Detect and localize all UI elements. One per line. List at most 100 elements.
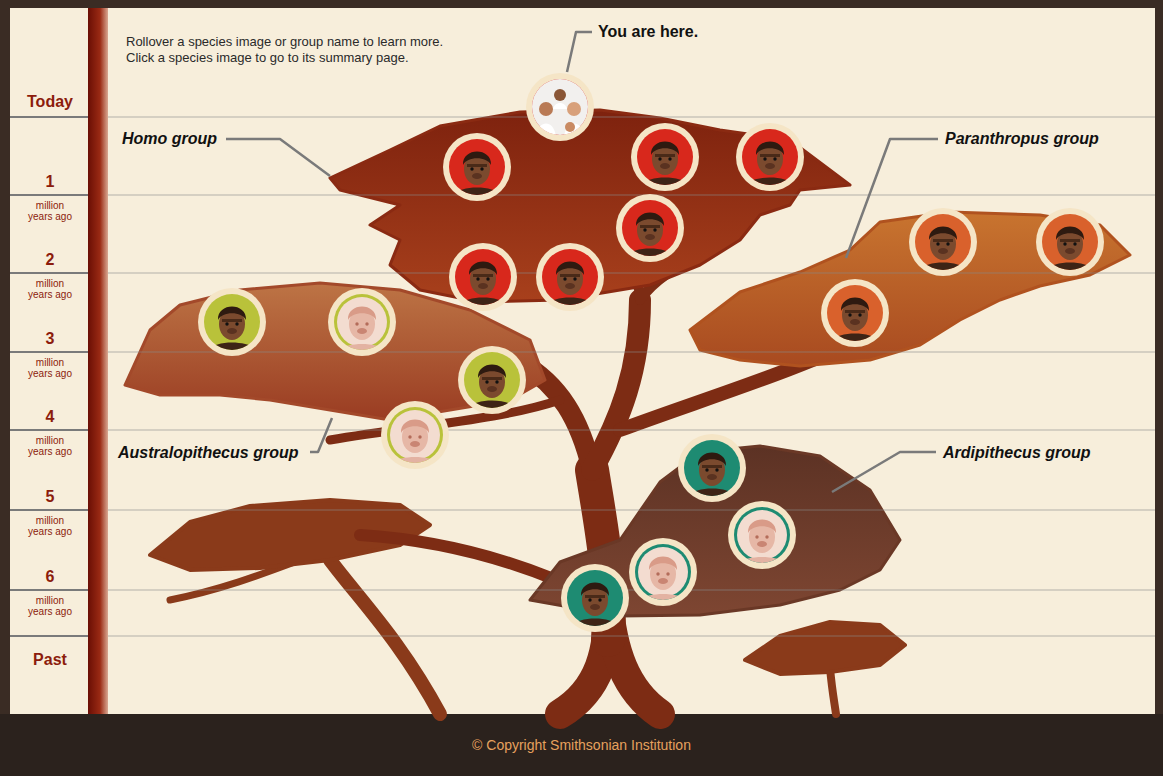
- portrait-face: [1040, 227, 1100, 277]
- time-unit: million years ago: [24, 435, 76, 457]
- portrait-ring: [526, 73, 594, 141]
- portrait-ring: [443, 133, 511, 201]
- portrait-ring: [561, 564, 629, 632]
- portrait-ring: [381, 401, 449, 469]
- portrait-face: [633, 547, 693, 606]
- time-number: 4: [14, 407, 86, 426]
- time-number: 3: [14, 329, 86, 348]
- time-line: [108, 509, 1155, 510]
- instruction-text: Rollover a species image or group name t…: [126, 34, 443, 50]
- tree-trunk: [330, 560, 440, 714]
- footer-bar: [0, 714, 1163, 776]
- time-number: 5: [14, 487, 86, 506]
- leader-line: [310, 418, 332, 452]
- portrait-face: [202, 307, 262, 357]
- instruction-text: Click a species image to go to its summa…: [126, 50, 409, 66]
- timeline-bar: [88, 8, 108, 714]
- leader-line: [226, 139, 330, 176]
- time-line: [108, 589, 1155, 590]
- portrait-ring: [629, 538, 697, 606]
- time-unit: million years ago: [24, 200, 76, 222]
- portrait-face: [453, 262, 513, 312]
- background-panel: [10, 8, 1155, 714]
- time-tick: [10, 194, 88, 196]
- portrait-face: [740, 142, 800, 192]
- copyright-note: © Copyright Smithsonian Institution: [0, 736, 1163, 754]
- time-label: Today: [14, 92, 86, 111]
- tree-branch: [592, 300, 640, 470]
- species-portrait: [536, 243, 604, 311]
- portrait-ring: [909, 208, 977, 276]
- leader-line: [567, 32, 592, 72]
- species-portrait: [678, 434, 746, 502]
- tree-trunk: [830, 668, 836, 714]
- time-gridlines: [108, 117, 1155, 636]
- portrait-face: [540, 262, 600, 312]
- background-tree: [150, 500, 905, 714]
- time-unit: million years ago: [24, 515, 76, 537]
- portrait-face: [385, 410, 445, 469]
- time-unit: million years ago: [24, 357, 76, 379]
- time-line: [108, 116, 1155, 117]
- time-tick: [10, 116, 88, 118]
- species-portrait: [198, 288, 266, 356]
- leader-lines: [226, 32, 938, 492]
- portrait-face: [682, 453, 742, 503]
- group-label: Ardipithecus group: [943, 443, 1091, 462]
- portrait-ring: [728, 501, 796, 569]
- time-number: 6: [14, 567, 86, 586]
- portrait-ring: [736, 123, 804, 191]
- species-portrait: [458, 346, 526, 414]
- portrait-ring: [1036, 208, 1104, 276]
- portrait-face: [913, 227, 973, 277]
- time-ticks: [10, 117, 88, 636]
- portrait-face: [825, 298, 885, 348]
- time-line: [108, 272, 1155, 273]
- portrait-ring: [458, 346, 526, 414]
- species-portrait: [616, 194, 684, 262]
- species-portraits: [198, 73, 1104, 632]
- species-portrait: [909, 208, 977, 276]
- portrait-ring: [678, 434, 746, 502]
- time-tick: [10, 635, 88, 637]
- time-line: [108, 194, 1155, 195]
- portrait-face: [620, 213, 680, 263]
- portrait-ring: [616, 194, 684, 262]
- group-label: Paranthropus group: [945, 129, 1099, 148]
- time-number: 1: [14, 172, 86, 191]
- portrait-ring: [449, 243, 517, 311]
- time-unit: million years ago: [24, 278, 76, 300]
- species-portrait: [443, 133, 511, 201]
- portrait-face: [532, 79, 588, 137]
- time-number: 2: [14, 250, 86, 269]
- group-label: Homo group: [122, 129, 217, 148]
- time-unit: million years ago: [24, 595, 76, 617]
- portrait-ring: [198, 288, 266, 356]
- time-tick: [10, 509, 88, 511]
- time-tick: [10, 429, 88, 431]
- species-portrait: [728, 501, 796, 569]
- portrait-ring: [821, 279, 889, 347]
- species-portrait: [561, 564, 629, 632]
- species-portrait: [328, 288, 396, 356]
- species-portrait: [449, 243, 517, 311]
- portrait-face: [565, 583, 625, 633]
- portrait-ring: [328, 288, 396, 356]
- tree-canopy: [745, 622, 905, 674]
- portrait-face: [732, 510, 792, 569]
- portrait-face: [447, 152, 507, 202]
- time-tick: [10, 351, 88, 353]
- time-label: Past: [14, 650, 86, 669]
- callout-label: You are here.: [598, 22, 698, 41]
- time-line: [108, 635, 1155, 636]
- portrait-ring: [536, 243, 604, 311]
- species-portrait: [1036, 208, 1104, 276]
- portrait-face: [635, 142, 695, 192]
- time-line: [108, 429, 1155, 430]
- time-tick: [10, 272, 88, 274]
- species-portrait: [821, 279, 889, 347]
- species-portrait: [381, 401, 449, 469]
- portrait-face: [332, 297, 392, 356]
- time-line: [108, 351, 1155, 352]
